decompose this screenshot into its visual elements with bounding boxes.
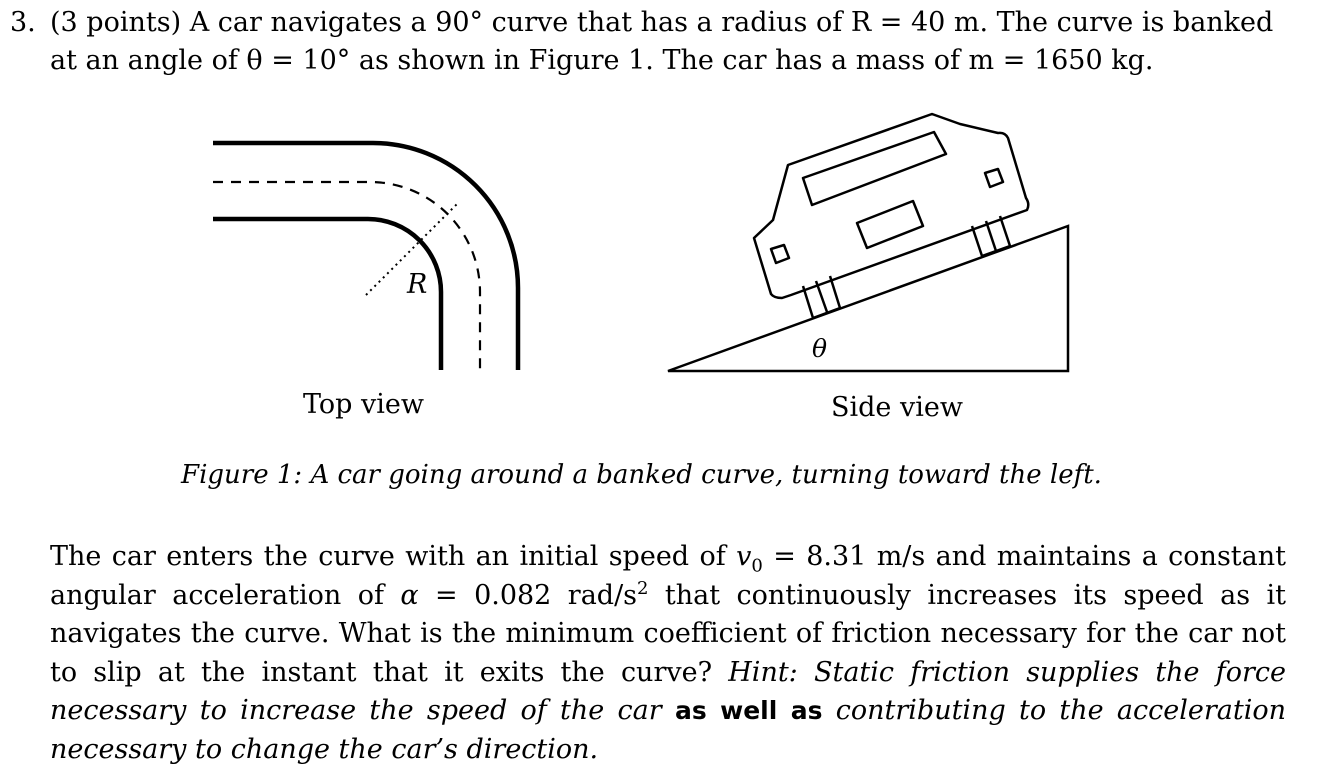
problem-line-2: at an angle of θ = 10° as shown in Figur…: [50, 45, 1154, 76]
car-rear-light: [769, 243, 791, 265]
figure-1: R θ Top view Side view: [0, 100, 1323, 430]
incline-triangle: [667, 224, 1070, 373]
problem-line-1-text: A car navigates a 90° curve that has a r…: [189, 7, 1274, 38]
alpha-symbol: α: [400, 579, 419, 611]
car-drawing: [752, 112, 1030, 320]
radius-symbol: R: [406, 269, 427, 300]
car-door-panel: [855, 199, 925, 250]
v0-symbol: v: [736, 541, 752, 572]
angle-symbol: θ: [812, 334, 827, 363]
body-text-1: The car enters the curve with an initial…: [50, 541, 737, 572]
car-front-light: [983, 167, 1005, 189]
problem-number: 3.: [10, 7, 36, 38]
car-front-wheel-divider: [984, 220, 998, 252]
rad-s-squared-superscript: 2: [637, 577, 649, 599]
car-window: [801, 130, 948, 207]
body-text-4: that continuously increases its speed as…: [50, 579, 1286, 688]
road-inner-edge: [213, 216, 444, 370]
problem-statement: 3. (3 points) A car navigates a 90° curve…: [10, 4, 1300, 80]
problem-points: (3 points): [50, 7, 182, 38]
road-outer-edge: [213, 140, 521, 370]
hint-text-2: contributing to the acceleration necessa…: [50, 695, 1286, 765]
figure-caption: Figure 1: A car going around a banked cu…: [181, 460, 1102, 490]
car-rear-wheel: [801, 275, 842, 320]
v0-subscript: 0: [751, 555, 763, 577]
figure-drawing: R θ: [213, 112, 1070, 373]
side-view-label: Side view: [831, 392, 963, 423]
problem-line-1: 3. (3 points) A car navigates a 90° curve…: [10, 4, 1300, 42]
body-text-2: = 8.31 m/s and maintains a constant angu…: [50, 541, 1286, 611]
top-view-label: Top view: [303, 389, 425, 420]
top-view-road: [213, 140, 521, 370]
hint-text-1: Hint: Static friction supplies the force…: [50, 656, 1286, 727]
hint-bold-text: as well as: [674, 696, 823, 725]
radius-dotted-line: [365, 202, 459, 296]
body-text-3: = 0.082 rad/s: [418, 579, 638, 611]
problem-body-paragraph: The car enters the curve with an initial…: [50, 538, 1286, 769]
car-body: [752, 112, 1030, 300]
